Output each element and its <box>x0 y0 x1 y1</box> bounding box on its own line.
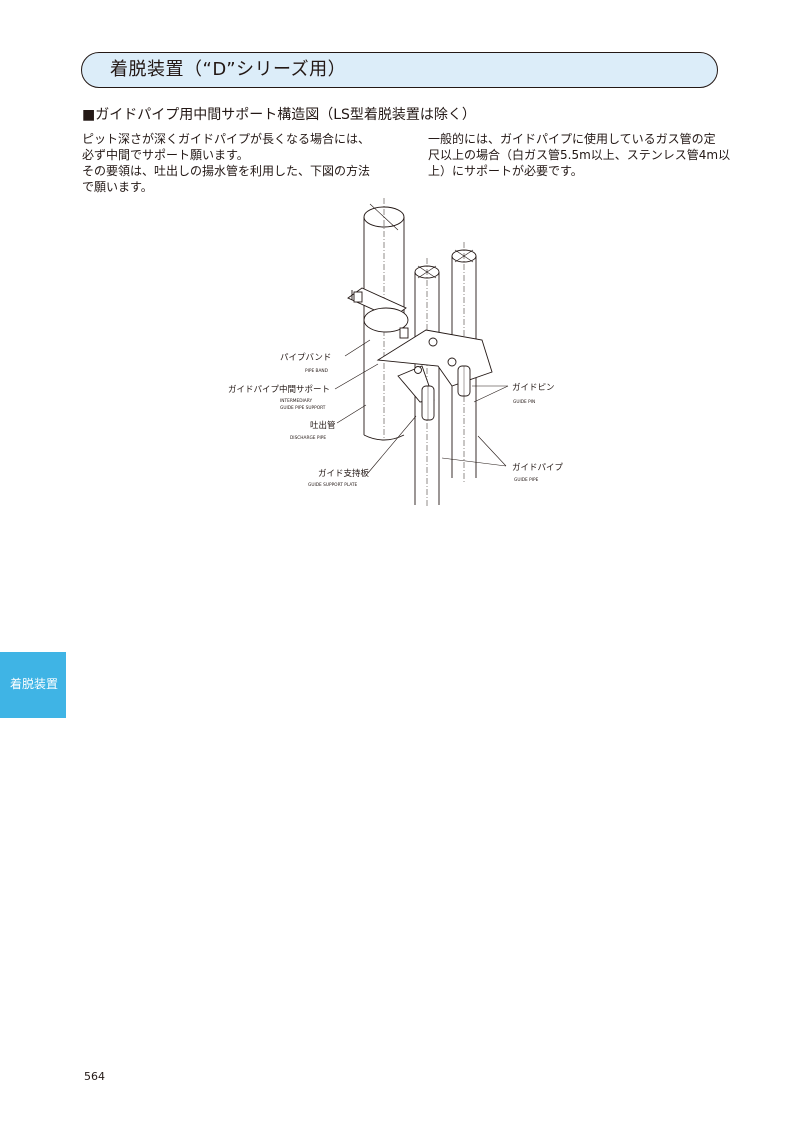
page-number: 564 <box>84 1070 105 1083</box>
paragraph-line: 尺以上の場合（白ガス管5.5m以上、ステンレス管4m以 <box>428 148 731 162</box>
paragraph-line: 一般的には、ガイドパイプに使用しているガス管の定 <box>428 132 716 146</box>
title-bar: 着脱装置（“D”シリーズ用） <box>81 52 718 88</box>
label-guide-pin-en: GUIDE PIN <box>513 399 535 405</box>
paragraph-line: その要領は、吐出しの揚水管を利用した、下図の方法 <box>82 164 371 178</box>
paragraph-right: 一般的には、ガイドパイプに使用しているガス管の定 尺以上の場合（白ガス管5.5m… <box>428 131 730 179</box>
support-plate-drawing <box>376 329 493 403</box>
label-discharge-pipe: 吐出管 <box>310 420 336 431</box>
label-guide-pipe: ガイドパイプ <box>512 462 564 473</box>
page-title: 着脱装置（“D”シリーズ用） <box>110 59 347 80</box>
section-heading: ■ガイドパイプ用中間サポート構造図（LS型着脱装置は除く） <box>82 107 476 123</box>
chapter-side-tab[interactable]: 着脱装置 <box>0 652 66 718</box>
label-guide-support-plate: ガイド支持板 <box>318 468 370 479</box>
label-guide-support-plate-en: GUIDE SUPPORT PLATE <box>308 482 358 488</box>
support-structure-diagram: パイプバンド PIPE BAND ガイドパイプ中間サポート INTERMEDIA… <box>228 198 564 508</box>
label-intermediary-support-en-1: INTERMEDIARY <box>280 398 312 404</box>
label-guide-pin: ガイドピン <box>512 382 555 393</box>
guide-pin-drawing <box>421 365 471 421</box>
pipe-band-drawing <box>347 287 409 339</box>
label-intermediary-support-en-2: GUIDE PIPE SUPPORT <box>280 405 326 411</box>
label-intermediary-support: ガイドパイプ中間サポート <box>228 384 330 395</box>
paragraph-line: 必ず中間でサポート願います。 <box>82 148 249 162</box>
label-discharge-pipe-en: DISCHARGE PIPE <box>290 435 326 441</box>
label-guide-pipe-en: GUIDE PIPE <box>514 477 539 483</box>
paragraph-line: 上）にサポートが必要です。 <box>428 164 583 178</box>
discharge-pipe-drawing <box>363 198 405 441</box>
paragraph-left: ピット深さが深くガイドパイプが長くなる場合には、 必ず中間でサポート願います。 … <box>82 131 370 195</box>
label-pipe-band: パイプバンド <box>280 353 331 363</box>
side-tab-label: 着脱装置 <box>10 677 59 691</box>
label-pipe-band-en: PIPE BAND <box>305 368 329 374</box>
paragraph-line: で願います。 <box>82 180 153 194</box>
paragraph-line: ピット深さが深くガイドパイプが長くなる場合には、 <box>82 132 371 146</box>
